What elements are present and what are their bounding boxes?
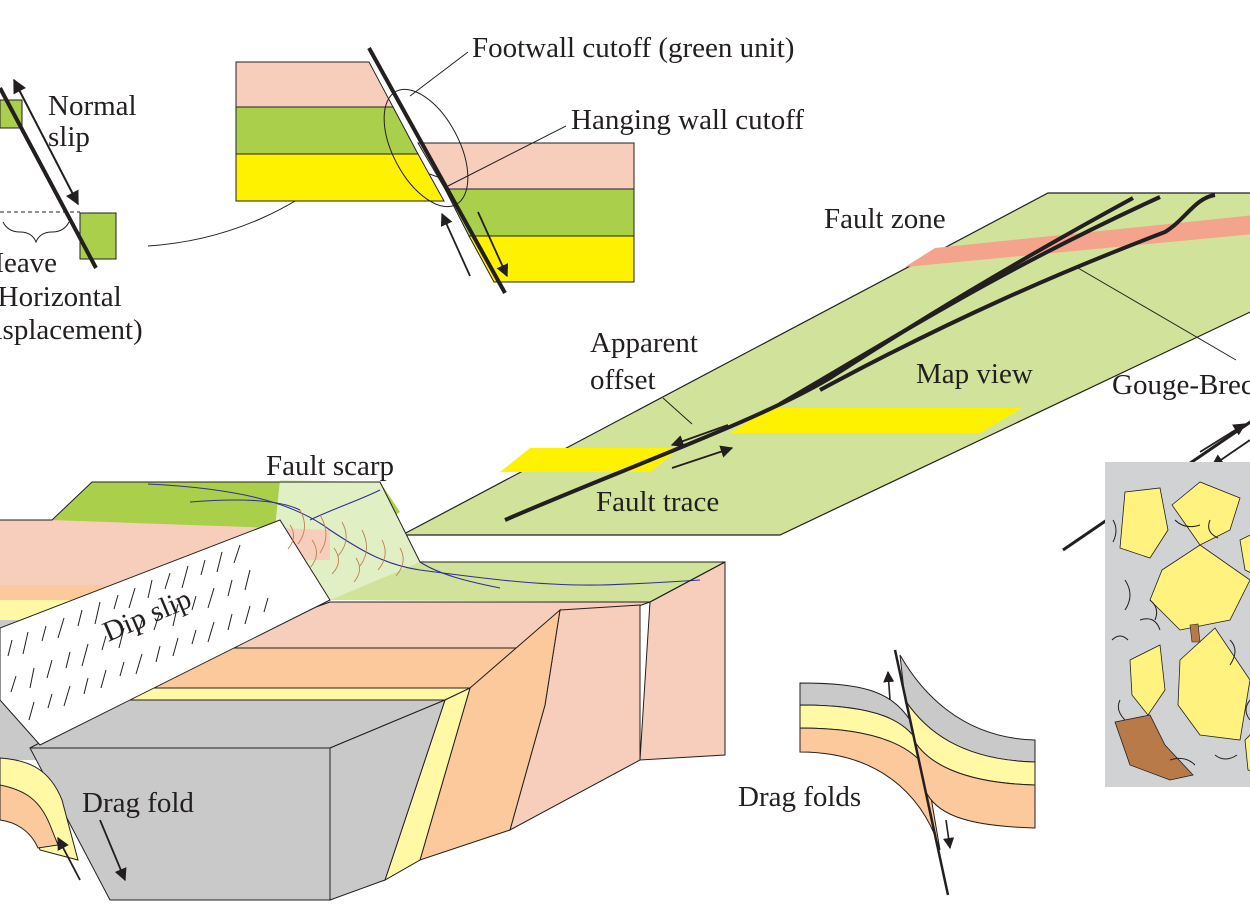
- fault-zone-band: [905, 215, 1250, 267]
- gouge-breccia-panel: Gouge-Breccia: [1062, 369, 1250, 787]
- cutoff-fault-line: [367, 47, 507, 294]
- footwall-cutoff-leader: [409, 51, 469, 97]
- map-yellow-band-right: [730, 408, 1022, 433]
- front-pale-yellow-bed: [119, 687, 471, 701]
- footwall-cutoff-label: Footwall cutoff (green unit): [472, 32, 794, 64]
- cutoff-cross-section: Footwall cutoff (green unit) Hanging wal…: [235, 32, 804, 294]
- clast-5: [1177, 627, 1250, 741]
- hanging-pink-bed: [417, 142, 635, 190]
- river-tributary: [189, 489, 501, 589]
- drag-folds-up-arrow: [883, 670, 895, 701]
- hanging-yellow-bed: [468, 235, 635, 283]
- drag-folds-fault: [893, 649, 950, 896]
- breccia-shear-arrow-up: [1199, 423, 1247, 453]
- clast-6: [1239, 534, 1250, 573]
- slickenlines: [7, 544, 269, 721]
- drag-fold-up-arrow: [57, 836, 81, 881]
- map-view-label: Map view: [916, 358, 1033, 390]
- gouge-leader: [1077, 267, 1237, 361]
- drag-folds-right-orange: [914, 741, 1036, 829]
- normal-slip-label-1: Normal: [48, 90, 137, 122]
- fault-scarp-label: Fault scarp: [266, 450, 394, 482]
- apparent-offset-arrow-lower: [671, 445, 734, 469]
- fault-trace-strand-2: [778, 195, 1161, 406]
- apparent-offset-arrow-upper: [670, 424, 729, 448]
- clast-1: [1119, 487, 1169, 559]
- heave-label-2: (Horizontal: [0, 281, 122, 313]
- block-diagram: Fault scarp Dip slip Drag fold: [0, 450, 726, 901]
- slip-arrow: [13, 78, 79, 206]
- drag-folds-sketch: Drag folds: [738, 649, 1036, 896]
- footwall-yellow-bed: [235, 153, 445, 202]
- clast-2: [1171, 481, 1241, 546]
- heave-label-1: Heave: [0, 247, 57, 279]
- heave-label-3: displacement): [0, 314, 143, 346]
- hanging-wall-up-arrow: [440, 212, 471, 277]
- hanging-wall-cutoff-label: Hanging wall cutoff: [571, 104, 804, 136]
- brown-clast-large: [1114, 714, 1194, 781]
- apparent-offset-leader: [662, 397, 693, 425]
- breccia-shear-arrow-down: [1210, 439, 1250, 467]
- block-front-edge: [330, 561, 726, 603]
- footwall-pink-bed: [235, 61, 394, 108]
- gouge-breccia-label: Gouge-Breccia: [1112, 369, 1250, 401]
- normal-slip-label-2: slip: [48, 121, 90, 153]
- fault-trace-main: [504, 196, 1134, 522]
- footwall-down-arrow: [477, 211, 509, 278]
- dip-slip-plane: [0, 519, 331, 746]
- cutoff-ellipse: [383, 88, 469, 208]
- scarp-gullies: [287, 509, 404, 583]
- brown-clast-small: [1189, 623, 1201, 643]
- drag-fold-label: Drag fold: [82, 787, 194, 819]
- front-gray-face: [29, 747, 331, 901]
- fault-trace-strand-3: [819, 193, 1216, 392]
- clast-4: [1129, 644, 1166, 716]
- block-top-edge: [0, 481, 725, 563]
- drag-folds-orange-bed: [799, 727, 941, 851]
- fault-zone-label: Fault zone: [824, 203, 946, 235]
- heave-brace: [2, 221, 70, 244]
- clast-7: [1244, 734, 1250, 772]
- fault-trace-label: Fault trace: [596, 486, 719, 518]
- drag-folds-label: Drag folds: [738, 781, 861, 813]
- drag-folds-down-arrow: [943, 819, 955, 850]
- matrix-wisps: [1111, 519, 1250, 766]
- footwall-green-bed: [235, 106, 419, 155]
- hanging-green-bed: [444, 188, 635, 237]
- normal-slip-sketch: Normal slip Heave (Horizontal displaceme…: [0, 78, 143, 346]
- apparent-offset-label-2: offset: [590, 364, 656, 396]
- drag-fold-down-arrow: [99, 819, 127, 882]
- map-view-plane: Fault zone Apparent offset Map view Faul…: [401, 192, 1250, 536]
- apparent-offset-label-1: Apparent: [590, 327, 698, 359]
- hanging-wall-cutoff-leader: [447, 125, 567, 187]
- front-gray-right-face: [329, 699, 446, 901]
